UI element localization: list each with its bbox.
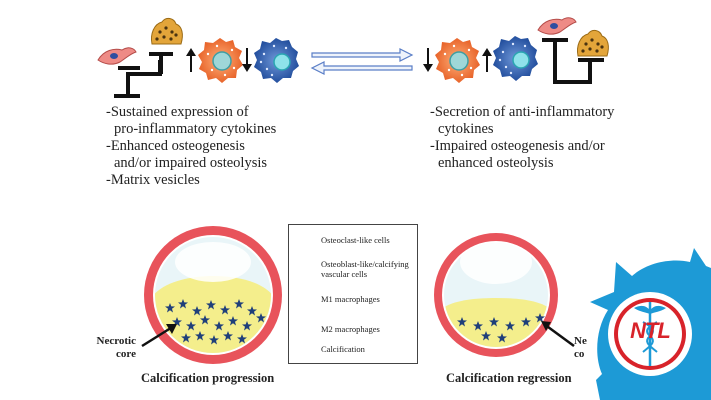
osteoclast-icon [576,29,609,57]
down-arrow-icon [423,48,433,72]
legend-label-calcification: Calcification [321,344,365,354]
right-effect-line: cytokines [438,121,494,137]
logo-text: NTL [630,318,671,343]
m2-macrophage-icon [253,37,300,84]
right-receptor-assembly [537,17,609,84]
legend-label-osteoblast: Osteoblast-like/calcifying vascular cell… [321,259,409,279]
ntl-logo [590,248,711,400]
osteoblast-icon [97,47,137,65]
left-effect-line: -Enhanced osteogenesis [106,138,245,154]
legend-box: Osteoclast-like cells Osteoblast-like/ca… [288,224,418,364]
m1-macrophage-icon [197,37,244,84]
m1-macrophage-icon [434,37,481,84]
right-vessel [434,233,575,357]
left-effects-list: -Sustained expression of pro-inflammator… [106,104,306,189]
left-effect-line: -Matrix vesicles [106,172,200,188]
bidirectional-arrows-icon [310,48,414,75]
down-arrow-icon [242,48,252,72]
osteoblast-icon [537,17,577,35]
caduceus-icon [634,302,666,366]
legend-label-m2: M2 macrophages [321,324,380,334]
pointer-arrow-icon [141,324,177,348]
right-effects-list: -Secretion of anti-inflammatory cytokine… [430,104,670,172]
right-effect-line: -Secretion of anti-inflammatory [430,104,615,120]
pointer-arrow-icon [541,321,575,348]
left-effect-line: pro-inflammatory cytokines [114,121,277,137]
left-effect-line: -Sustained expression of [106,104,249,120]
osteoclast-icon [150,17,183,45]
right-effect-line: -Impaired osteogenesis and/or [430,138,605,154]
left-effect-line: and/or impaired osteolysis [114,155,268,171]
right-core-label: Ne co [574,335,587,360]
left-vessel [141,226,282,364]
legend-label-m1: M1 macrophages [321,294,380,304]
left-core-label: Necrotic core [96,335,137,360]
left-receptor-assembly [97,17,183,98]
legend-label-osteoclast: Osteoclast-like cells [321,235,390,245]
up-arrow-icon [482,48,492,72]
left-vessel-caption: Calcification progression [141,371,275,385]
m2-macrophage-icon [492,35,539,82]
right-vessel-caption: Calcification regression [446,371,572,385]
right-effect-line: enhanced osteolysis [438,155,554,171]
up-arrow-icon [186,48,196,72]
